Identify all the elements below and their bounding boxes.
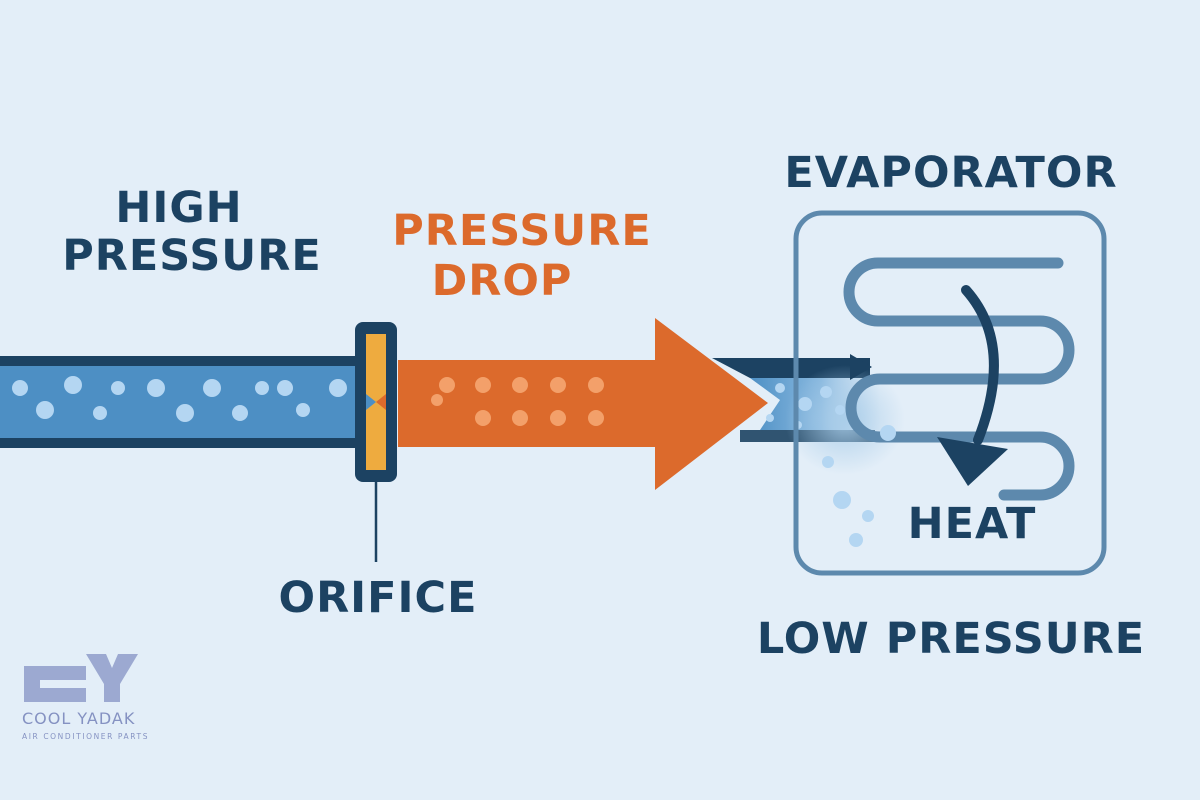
logo-tagline: AIR CONDITIONER PARTS [22,732,149,741]
orange-dot [550,377,566,393]
bubble [36,401,54,419]
bubble [775,383,785,393]
orange-dot [512,377,528,393]
bubble [147,379,165,397]
orange-dot [475,410,491,426]
bubble [822,456,834,468]
pressure-drop-line-1: PRESSURE [392,206,651,256]
pressure-drop-line-2: DROP [432,256,573,306]
pipe-bubbles [12,376,347,422]
bubble [176,404,194,422]
high-pressure-line-2: PRESSURE [62,231,321,281]
bubble [849,533,863,547]
bubble [93,406,107,420]
bubble [64,376,82,394]
pressure-drop-arrow [398,318,768,490]
flow-arrow-icon [850,354,872,380]
orange-dot [512,410,528,426]
evaporator-bubbles [833,425,896,547]
pressure-drop-label: PRESSURE DROP [392,206,667,306]
bubble [833,491,851,509]
bubble [820,386,832,398]
bubble [277,380,293,396]
bubble [12,380,28,396]
low-pressure-label: LOW PRESSURE [757,614,1145,664]
bubble [255,381,269,395]
bubble [203,379,221,397]
evaporator-box [793,210,1107,576]
orange-dot [588,377,604,393]
bubble [835,405,845,415]
high-pressure-pipe [0,356,368,448]
heat-label: HEAT [908,499,1037,549]
bubble [880,425,896,441]
bubble [232,405,248,421]
bubble [862,510,874,522]
bubble [766,414,774,422]
high-pressure-label: HIGH PRESSURE [62,183,321,281]
bubble [329,379,347,397]
logo-name: COOL YADAK [22,709,135,728]
orange-dot [439,377,455,393]
heat-arrow-icon [937,285,1008,486]
bubble [296,403,310,417]
cool-yadak-logo: COOL YADAK AIR CONDITIONER PARTS [22,654,149,741]
orange-dot [475,377,491,393]
orifice-label: ORIFICE [279,573,478,623]
evaporator-coil [843,257,1075,501]
evaporator-label: EVAPORATOR [784,148,1117,198]
orange-dot [550,410,566,426]
bubble [111,381,125,395]
orifice-icon [355,322,397,562]
high-pressure-line-1: HIGH [115,183,242,233]
bubble [798,397,812,411]
orange-dot [431,394,443,406]
logo-mark-icon [24,654,138,702]
orange-dot [588,410,604,426]
pressure-drop-dots [431,377,604,426]
